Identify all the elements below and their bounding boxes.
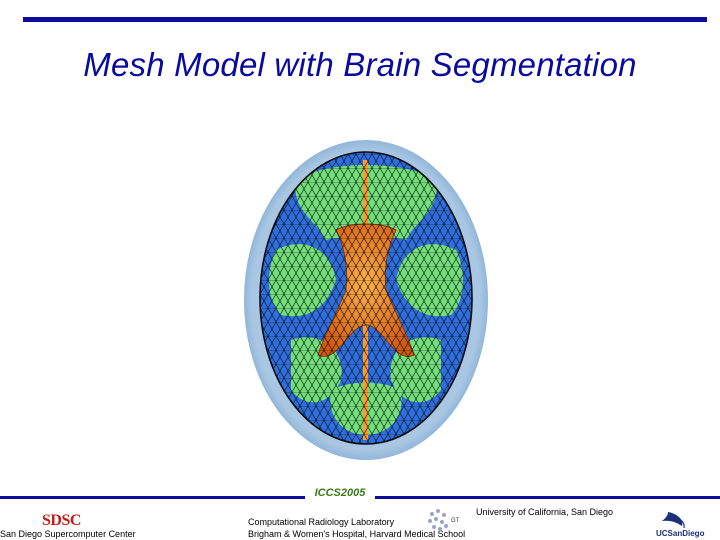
sdsc-logo: SDSC bbox=[42, 512, 81, 529]
lab-name: Computational Radiology Laboratory bbox=[248, 517, 395, 527]
ucsd-logo: UCSanDiego bbox=[656, 512, 705, 538]
sdsc-org-name: San Diego Supercomputer Center bbox=[0, 529, 136, 539]
svg-text:UCSanDiego: UCSanDiego bbox=[656, 529, 705, 538]
svg-text:GT: GT bbox=[451, 518, 460, 524]
conference-label: ICCS2005 bbox=[305, 487, 375, 500]
slide-title: Mesh Model with Brain Segmentation bbox=[83, 46, 637, 83]
spl-logo: GT bbox=[428, 509, 460, 531]
ucsd-org-name: University of California, San Diego bbox=[476, 507, 614, 517]
hospital-name: Brigham & Women's Hospital, Harvard Medi… bbox=[248, 529, 466, 539]
brain-mesh-figure bbox=[244, 140, 488, 460]
header-rule bbox=[23, 17, 707, 22]
